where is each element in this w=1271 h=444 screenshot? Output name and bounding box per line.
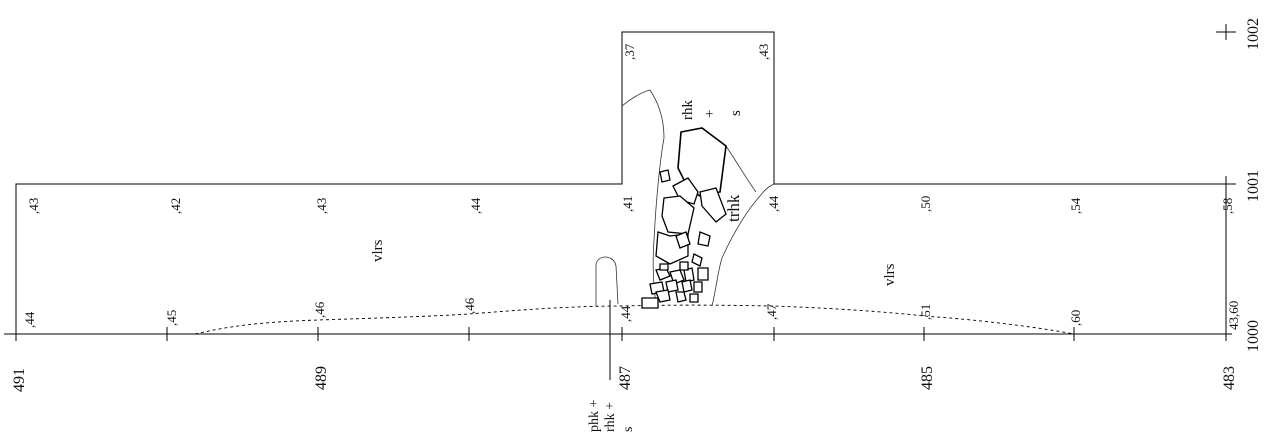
elevation: 43,60 xyxy=(1226,301,1241,330)
stone xyxy=(641,297,659,309)
stone xyxy=(675,231,691,249)
x-axis-labels: 491 489 487 485 483 xyxy=(11,366,1238,392)
label-vlrs-left: vlrs xyxy=(370,239,386,262)
stone xyxy=(659,169,671,183)
stone xyxy=(693,281,703,293)
stone xyxy=(689,293,699,303)
stone xyxy=(675,291,687,303)
baseline-ticks xyxy=(15,327,1227,341)
stone xyxy=(665,279,679,293)
elevation: ,46 xyxy=(312,301,327,318)
y-axis-labels: 1000 1001 1002 xyxy=(1245,18,1262,352)
stone xyxy=(681,279,693,293)
pit-outline xyxy=(595,256,619,306)
stone xyxy=(683,267,695,283)
stone xyxy=(691,253,703,267)
y-label-1000: 1000 xyxy=(1245,320,1262,352)
x-label-489: 489 xyxy=(313,366,330,390)
elevations-bottom: ,44 ,45 ,46 ,46 ,44 ,47 ,51 ,60 43,60 xyxy=(22,297,1241,330)
elevation: ,37 xyxy=(622,43,637,60)
elevation: ,43 xyxy=(314,198,329,214)
label-s: s xyxy=(728,110,744,116)
elevations-extension: ,37 ,43 xyxy=(622,43,771,60)
x-label-485: 485 xyxy=(919,366,936,390)
grid-cross-1001 xyxy=(1216,176,1236,192)
elevation: ,44 xyxy=(22,311,37,328)
stone xyxy=(655,289,671,303)
stones-cluster xyxy=(641,127,727,309)
elevation: ,43 xyxy=(26,198,41,214)
elevations-top: ,43 ,42 ,43 ,44 ,41 ,44 ,50 ,54 ,58 xyxy=(26,195,1235,214)
elevation: ,44 xyxy=(766,195,781,212)
elevation: ,41 xyxy=(620,196,635,212)
trench-outline xyxy=(15,31,1227,334)
note-line-3: s xyxy=(621,427,636,432)
x-label-491: 491 xyxy=(11,368,28,392)
elevation: ,43 xyxy=(756,44,771,60)
elevation: ,45 xyxy=(164,310,179,326)
elevation: ,42 xyxy=(168,198,183,214)
stone xyxy=(679,261,689,271)
label-plus: + xyxy=(702,110,718,118)
label-vlrs-right: vlrs xyxy=(882,263,898,286)
note-line-1: phk + xyxy=(587,400,602,433)
y-label-1001: 1001 xyxy=(1245,170,1262,202)
elevation: ,47 xyxy=(764,303,779,320)
elevation: ,51 xyxy=(918,304,933,320)
section-dashed-line xyxy=(194,304,1075,335)
grid-cross-1002 xyxy=(1216,24,1236,40)
feature-labels: vlrs vlrs trhk rhk + s xyxy=(370,100,898,286)
elevation: ,58 xyxy=(1220,198,1235,214)
stone xyxy=(699,187,727,223)
elevation: ,46 xyxy=(462,297,477,314)
elevation: ,50 xyxy=(918,196,933,212)
stone xyxy=(697,267,709,281)
stone xyxy=(659,263,669,271)
x-label-483: 483 xyxy=(1221,366,1238,390)
note-line-2: rhk + xyxy=(603,402,618,432)
stone xyxy=(697,231,711,247)
elevation: ,44 xyxy=(618,305,633,322)
elevation: ,54 xyxy=(1068,197,1083,214)
x-label-487: 487 xyxy=(617,366,634,390)
elevation: ,44 xyxy=(468,197,483,214)
y-label-1002: 1002 xyxy=(1245,18,1262,50)
elevation: ,60 xyxy=(1068,310,1083,326)
label-trhk: trhk xyxy=(724,194,743,222)
feature-boundary xyxy=(621,89,775,307)
label-rhk: rhk xyxy=(680,100,696,120)
note-phk-rhk-s: phk + rhk + s xyxy=(587,400,636,433)
